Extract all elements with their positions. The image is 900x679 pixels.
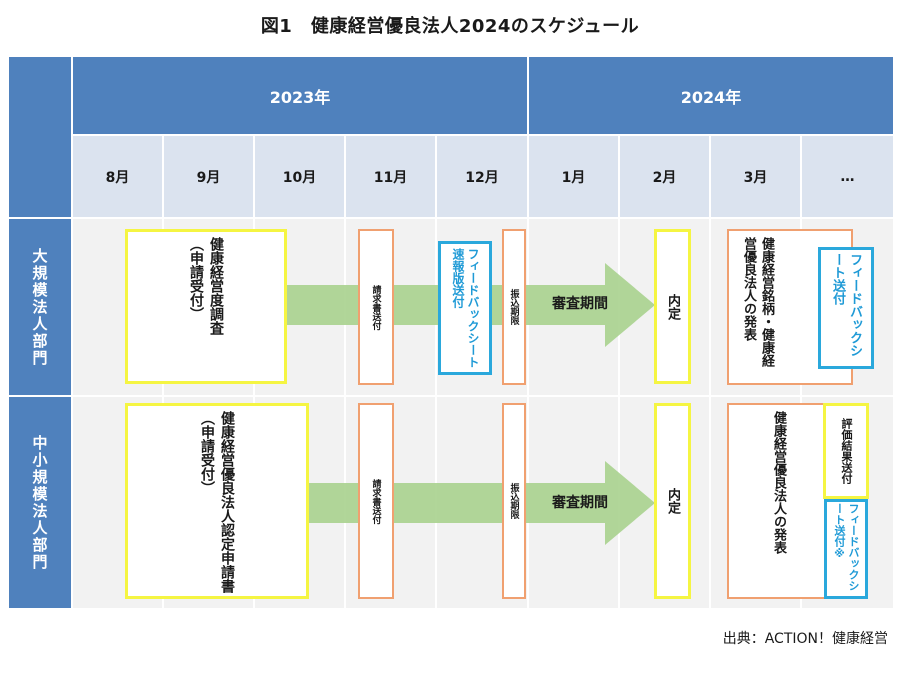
row-label-large: 大規模法人部門 xyxy=(9,219,71,395)
page-title: 図1 健康経営優良法人2024のスケジュール xyxy=(260,16,640,37)
column-divider xyxy=(435,219,437,608)
month-label: … xyxy=(840,168,855,185)
survey-box-text: 健康経営度調査 （申請受付） xyxy=(188,236,224,335)
feedback-sheet-box-small: フィードバックシート送付※ xyxy=(824,499,868,599)
payment-deadline-box-small: 振込期限 xyxy=(502,403,526,599)
decision-box-large: 内定 xyxy=(654,229,691,384)
feedback-flash-box: フィードバックシート速報版送付 xyxy=(438,241,492,375)
column-divider xyxy=(618,219,620,608)
month-header: 3月 xyxy=(711,136,800,217)
feedback-sheet-box-large: フィードバックシート送付 xyxy=(818,247,874,369)
survey-box-large: 健康経営度調査 （申請受付） xyxy=(125,229,287,384)
corner-cell xyxy=(9,57,71,217)
column-divider xyxy=(709,219,711,608)
column-divider xyxy=(344,219,346,608)
month-header: 10月 xyxy=(255,136,344,217)
payment-deadline-box-large: 振込期限 xyxy=(502,229,526,385)
year-2023-label: 2023年 xyxy=(269,87,331,107)
year-2024-header: 2024年 xyxy=(529,57,893,134)
month-label: 9月 xyxy=(196,169,221,186)
row-label-small: 中小規模法人部門 xyxy=(9,397,71,608)
source-note: 出典：ACTION！健康経営 xyxy=(722,631,888,647)
month-label: 8月 xyxy=(105,169,130,186)
invoice-box-large: 請求書送付 xyxy=(358,229,394,385)
month-header: 8月 xyxy=(73,136,162,217)
month-label: 12月 xyxy=(465,169,499,186)
invoice-box-small: 請求書送付 xyxy=(358,403,394,599)
year-2023-header: 2023年 xyxy=(73,57,527,134)
month-label: 10月 xyxy=(282,169,317,186)
month-header: 11月 xyxy=(346,136,435,217)
month-header: 2月 xyxy=(620,136,709,217)
decision-box-small: 内定 xyxy=(654,403,691,599)
column-divider xyxy=(527,219,529,608)
application-box-small: 健康経営優良法人認定申請書 （申請受付） xyxy=(125,403,309,599)
month-label: 1月 xyxy=(561,169,586,186)
month-header: 9月 xyxy=(164,136,253,217)
flow-arrow-small xyxy=(305,461,655,545)
review-period-label-large: 審査期間 xyxy=(552,296,608,312)
month-header: 12月 xyxy=(437,136,527,217)
month-label: 3月 xyxy=(743,169,768,186)
month-label: 2月 xyxy=(652,169,677,186)
review-period-label-small: 審査期間 xyxy=(552,495,608,511)
evaluation-result-box: 評価結果送付 xyxy=(823,403,869,499)
month-header: 1月 xyxy=(529,136,618,217)
application-box-text: 健康経営優良法人認定申請書 （申請受付） xyxy=(199,411,235,593)
month-label: 11月 xyxy=(373,169,408,186)
year-2024-label: 2024年 xyxy=(680,87,742,107)
schedule-diagram: 2023年 2024年 8月 9月 10月 11月 12月 1月 2月 3月 …… xyxy=(9,57,893,608)
month-header: … xyxy=(802,136,893,217)
